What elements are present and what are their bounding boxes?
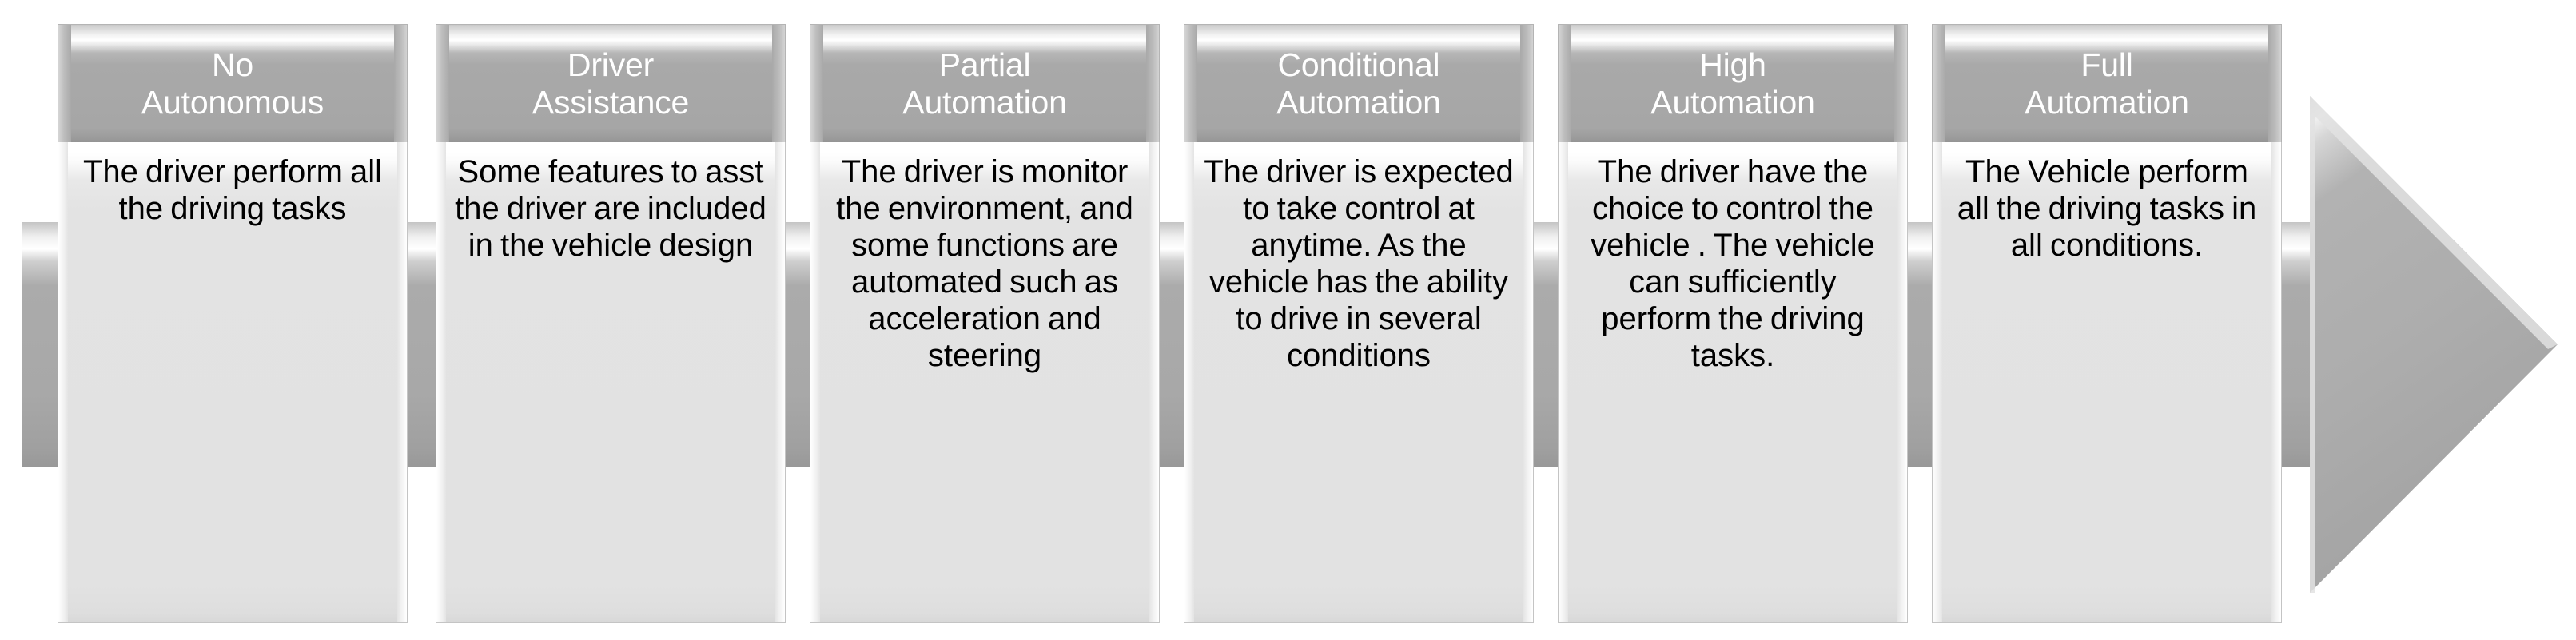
stage-header-3: Partial Automation <box>810 24 1160 142</box>
stage-body-6: The Vehicle perform all the driving task… <box>1932 142 2282 623</box>
stage-card-5[interactable]: High Automation The driver have the choi… <box>1558 24 1908 623</box>
stage-header-5: High Automation <box>1558 24 1908 142</box>
stage-text-6: The Vehicle perform all the driving task… <box>1957 154 2257 263</box>
stage-body-5: The driver have the choice to control th… <box>1558 142 1908 623</box>
stage-body-1: The driver perform all the driving tasks <box>58 142 408 623</box>
stage-card-6[interactable]: Full Automation The Vehicle perform all … <box>1932 24 2282 623</box>
stage-body-2: Some features to asst the driver are inc… <box>436 142 786 623</box>
stage-title-3: Partial Automation <box>902 46 1067 121</box>
stage-card-1[interactable]: No Autonomous The driver perform all the… <box>58 24 408 623</box>
stage-card-3[interactable]: Partial Automation The driver is monitor… <box>810 24 1160 623</box>
stage-card-2[interactable]: Driver Assistance Some features to asst … <box>436 24 786 623</box>
stage-title-4: Conditional Automation <box>1276 46 1441 121</box>
stage-text-4: The driver is expected to take control a… <box>1204 154 1514 373</box>
stage-header-2: Driver Assistance <box>436 24 786 142</box>
stage-title-1: No Autonomous <box>141 46 324 121</box>
stage-body-3: The driver is monitor the environment, a… <box>810 142 1160 623</box>
stage-text-5: The driver have the choice to control th… <box>1591 154 1875 373</box>
stage-title-6: Full Automation <box>2025 46 2189 121</box>
stage-text-2: Some features to asst the driver are inc… <box>455 154 766 263</box>
stage-header-6: Full Automation <box>1932 24 2282 142</box>
stage-header-4: Conditional Automation <box>1184 24 1534 142</box>
stage-body-4: The driver is expected to take control a… <box>1184 142 1534 623</box>
stage-title-2: Driver Assistance <box>532 46 690 121</box>
stage-text-3: The driver is monitor the environment, a… <box>836 154 1133 373</box>
stage-title-5: High Automation <box>1650 46 1815 121</box>
stage-card-4[interactable]: Conditional Automation The driver is exp… <box>1184 24 1534 623</box>
stage-text-1: The driver perform all the driving tasks <box>82 154 383 226</box>
stage-header-1: No Autonomous <box>58 24 408 142</box>
